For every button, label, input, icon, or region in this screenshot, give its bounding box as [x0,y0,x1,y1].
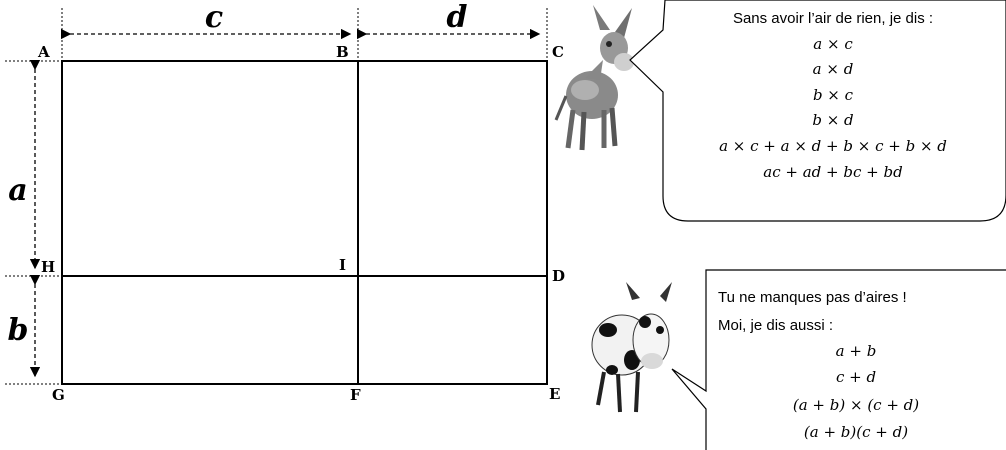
cow-bubble-intro-line-2: Moi, je dis aussi : [718,317,833,334]
rectangle [61,60,548,385]
point-label-A: A [37,43,50,61]
donkey-speech-bubble [629,0,1006,222]
point-label-D: D [552,267,565,285]
dimension-label-b: b [8,313,29,348]
guide-lines [5,8,548,385]
point-label-C: C [552,43,564,61]
point-label-E: E [549,385,560,403]
dimension-label-c: c [205,0,223,35]
cow-bubble-line-2: c + d [836,368,876,386]
donkey-bubble-line-3: b × c [813,86,854,104]
point-label-F: F [350,386,361,404]
cow-speech-bubble [671,269,1006,450]
donkey-bubble-intro: Sans avoir l’air de rien, je dis : [733,10,933,27]
point-label-G: G [52,386,65,404]
cow-bubble-intro-line-1: Tu ne manques pas d’aires ! [718,289,907,306]
point-label-I: I [339,256,346,274]
donkey-illustration [554,5,634,151]
cow-bubble-line-4: (a + b)(c + d) [804,423,908,441]
point-label-H: H [41,258,55,276]
dimension-label-a: a [8,173,27,208]
cow-illustration [591,282,672,413]
donkey-bubble-line-1: a × c [813,35,853,53]
dimension-label-d: d [447,0,468,35]
donkey-bubble-line-6: ac + ad + bc + bd [763,163,902,181]
outer-rectangle [61,60,548,385]
donkey-bubble-line-2: a × d [813,60,854,78]
cow-bubble-line-1: a + b [836,342,877,360]
cow-bubble-line-3: (a + b) × (c + d) [793,396,919,414]
point-label-B: B [336,43,349,61]
donkey-bubble-line-5: a × c + a × d + b × c + b × d [719,137,947,155]
donkey-bubble-line-4: b × d [812,111,853,129]
